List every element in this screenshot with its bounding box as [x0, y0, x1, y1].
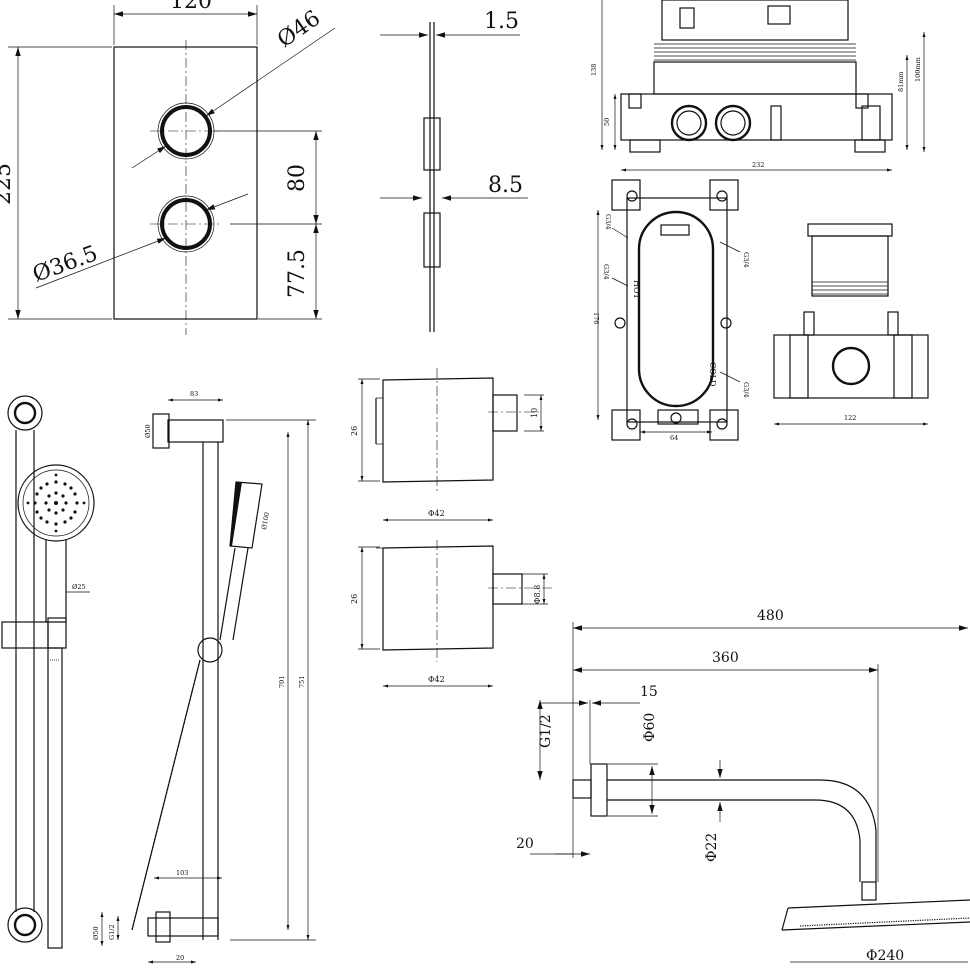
handset-side: Ø100: [219, 481, 271, 641]
dim-faceplate-width: 120: [170, 0, 212, 14]
dim-head-diameter: Φ240: [866, 948, 904, 964]
dim-elbow-offset: 103: [176, 869, 188, 877]
dim-elbow-depth: 20: [176, 954, 184, 962]
shower-arm-view: 480 360 15 G1/2 Φ60 20 Φ22 Φ240: [516, 608, 970, 964]
dim-cap-top-outlet: 10: [530, 408, 539, 418]
dim-cap-top-diameter: Φ42: [428, 509, 445, 518]
handset-head: [17, 464, 95, 542]
dim-frame-bottom: 64: [670, 434, 678, 442]
dim-faceplate-height: 225: [0, 163, 16, 205]
dim-valve-right-height: 100mm: [914, 57, 922, 82]
dim-valve-lower-height: 50: [603, 118, 611, 126]
label-arm-thread: G1/2: [538, 714, 554, 748]
dim-frame-height: 176: [592, 312, 600, 324]
hose-side: [131, 659, 201, 931]
dim-small-knob: Ø36.5: [30, 241, 102, 287]
hose-front: [47, 647, 63, 949]
label-elbow-thread: G1/2: [108, 924, 116, 940]
dim-plate-thickness: 1.5: [484, 9, 519, 34]
faceplate-outline: [113, 46, 258, 320]
valve-mounting-frame: 176 G3/4 G3/4 HOT COLD G3/4 G3/4 64: [592, 179, 750, 442]
dim-large-knob: Ø46: [273, 6, 325, 53]
dim-flange-diameter: Φ60: [642, 713, 658, 742]
rain-shower-head: Φ240: [781, 899, 970, 964]
dim-knob-offset: 77.5: [285, 249, 310, 298]
wall-outlet-cap-bottom: 26 Φ42 Φ8.8: [350, 540, 552, 688]
dim-valve-right-inner: 81mm: [897, 71, 905, 92]
label-hot: HOT: [632, 280, 641, 300]
valve-side-view: 122: [773, 223, 929, 426]
dim-valve-total-height: 138: [590, 64, 598, 76]
port-label-mid: G3/4: [602, 264, 610, 280]
dim-arm-diameter: Φ22: [704, 833, 720, 862]
dim-valve-side-width: 122: [844, 414, 856, 422]
dim-cap-bottom-height: 26: [350, 594, 359, 604]
dim-rail-diameter: Ø25: [72, 583, 86, 591]
dim-arm-length: 360: [712, 650, 739, 666]
dim-cap-top-height: 26: [350, 426, 359, 436]
dim-knob-depth: 8.5: [488, 173, 523, 198]
wall-outlet-cap-top: 26 Φ42 10: [350, 368, 544, 522]
dim-cap-bottom-outlet: Φ8.8: [533, 585, 542, 604]
dim-cap-bottom-diameter: Φ42: [428, 675, 445, 684]
valve-body-front-view: 138 50 100mm 81mm 232: [590, 0, 926, 172]
faceplate-front-view: 120 225 Ø46 Ø36.5 80 77.5: [0, 0, 336, 335]
dim-rail-inner-length: 701: [278, 676, 286, 688]
dim-bracket-diameter: Ø50: [144, 424, 152, 438]
dim-rail-head-width: 83: [190, 390, 198, 398]
label-cold: COLD: [708, 362, 717, 386]
dim-rail-total-length: 751: [298, 676, 306, 688]
dim-arm-total-length: 480: [757, 608, 784, 624]
port-label-right-top: G3/4: [742, 252, 750, 268]
slide-rail-front-view: Ø25: [1, 395, 95, 949]
slide-rail-side-view: 83 Ø50 Ø100 701 751 103 Ø50 G1/2 20: [92, 390, 316, 964]
handset-nozzles: [26, 473, 86, 533]
dim-flange-depth: 15: [640, 684, 658, 700]
dim-valve-width: 232: [752, 161, 764, 169]
dim-elbow-diameter: Ø50: [92, 926, 100, 940]
port-label-top: G3/4: [604, 214, 612, 230]
dim-knob-spacing: 80: [285, 164, 310, 192]
dim-handset-diameter: Ø100: [260, 511, 271, 530]
dim-nipple-length: 20: [516, 836, 534, 852]
faceplate-side-view: 1.5 8.5: [380, 9, 528, 332]
port-label-right-bottom: G3/4: [742, 382, 750, 398]
